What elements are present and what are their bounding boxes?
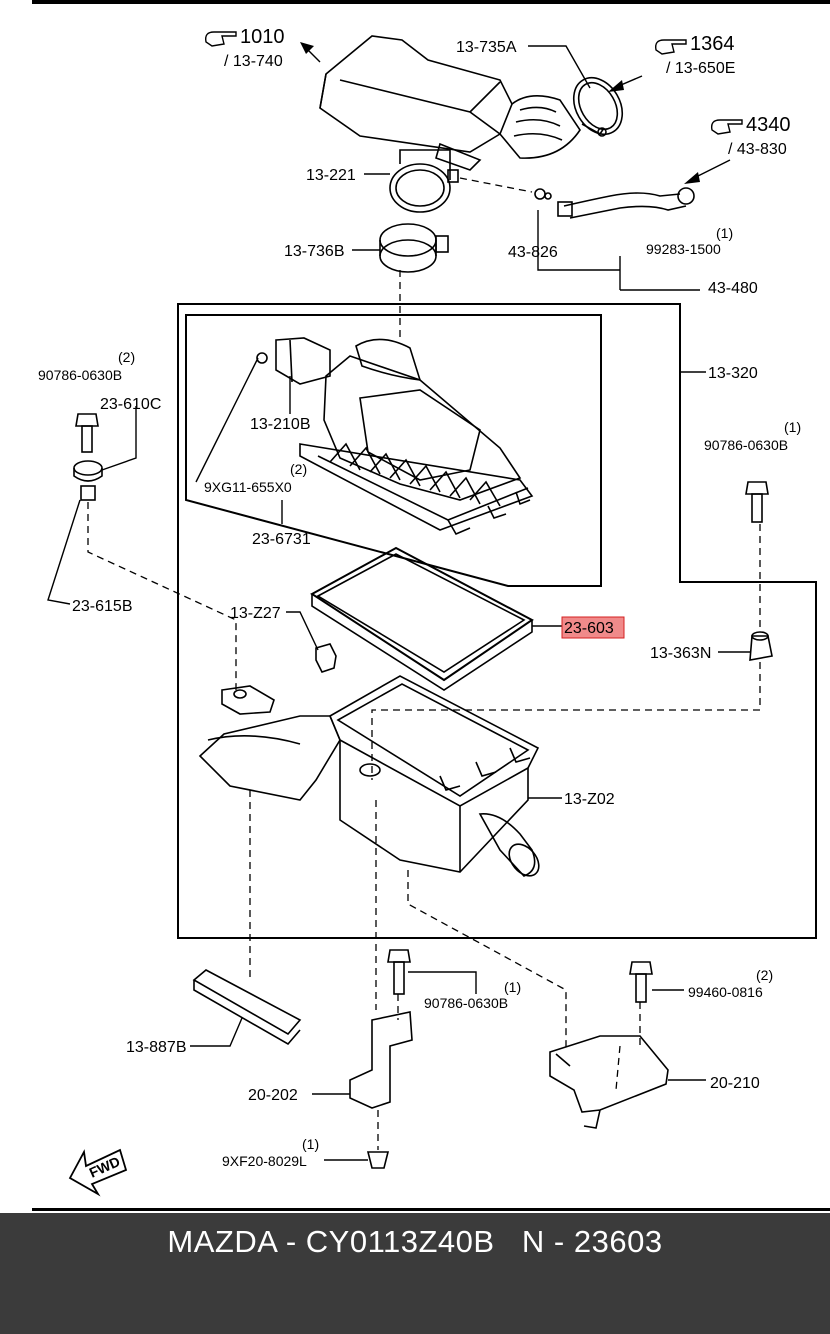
- label-13-z27: 13-Z27: [230, 605, 281, 622]
- label-13-221: 13-221: [306, 167, 356, 184]
- forward-arrow-icon: FWD: [68, 1148, 128, 1197]
- qty-9xg11: (2): [290, 461, 307, 477]
- label-43-480: 43-480: [708, 280, 758, 297]
- bolt-99460: [629, 961, 653, 1003]
- qty-9xf20: (1): [302, 1136, 319, 1152]
- parts-diagram: FWD 1010 / 13-740 1364 / 13-650E 4340 / …: [38, 26, 817, 1197]
- label-13-887b: 13-887B: [126, 1039, 187, 1056]
- label-23-615b: 23-615B: [72, 598, 133, 615]
- ref-13-650e: / 13-650E: [666, 60, 735, 77]
- air-duct-part: [319, 35, 581, 171]
- part-number-caption: MAZDA - CY0113Z40B N - 23603: [167, 1224, 663, 1259]
- highlight-box-23-603: [561, 616, 625, 639]
- label-13-z02: 13-Z02: [564, 791, 615, 808]
- air-cleaner-cover: [299, 338, 534, 536]
- label-43-826: 43-826: [508, 244, 558, 261]
- label-9xf20-8029l: 9XF20-8029L: [222, 1153, 307, 1169]
- label-13-320: 13-320: [708, 365, 758, 382]
- ref-13-740: / 13-740: [224, 53, 283, 70]
- qty-90786-left: (2): [118, 349, 135, 365]
- label-20-202: 20-202: [248, 1087, 298, 1104]
- assembly-frame-13-320: [177, 303, 817, 939]
- clamp-13-736b: [379, 223, 449, 273]
- bracket-20-210: [549, 1035, 669, 1129]
- label-13-736b: 13-736B: [284, 243, 345, 260]
- label-9xg11-655x0: 9XG11-655X0: [204, 479, 292, 495]
- bracket-13-z27: [315, 643, 337, 673]
- qty-99460: (2): [756, 967, 773, 983]
- insulator-13-363n: [749, 631, 773, 661]
- qty-99283: (1): [716, 225, 733, 241]
- airflow-sensor: [256, 337, 331, 385]
- collar-23-615b: [80, 485, 96, 501]
- qty-90786-right: (1): [784, 419, 801, 435]
- bolt-90786-left: [75, 413, 99, 453]
- ref-1010: 1010: [240, 26, 285, 48]
- air-cleaner-case: [198, 675, 540, 877]
- label-90786-left: 90786-0630B: [38, 367, 122, 383]
- ref-4340: 4340: [746, 114, 791, 136]
- label-90786-bottom: 90786-0630B: [424, 995, 508, 1011]
- ref-43-830: / 43-830: [728, 141, 787, 158]
- insulator-23-610c: [73, 460, 103, 482]
- bolt-90786-right: [745, 481, 769, 523]
- qty-90786-bottom: (1): [504, 979, 521, 995]
- label-13-735a: 13-735A: [456, 39, 517, 56]
- clamp-13-221: [389, 149, 459, 213]
- label-23-6731: 23-6731: [252, 531, 311, 548]
- pointing-hand-icon: [204, 31, 743, 135]
- label-99283-1500: 99283-1500: [646, 241, 721, 257]
- label-99460-0816: 99460-0816: [688, 984, 763, 1000]
- clip-9xf20: [366, 1151, 390, 1169]
- bottom-rule: [32, 1208, 830, 1211]
- label-13-363n: 13-363N: [650, 645, 711, 662]
- hose-43-480: [534, 187, 695, 219]
- assembly-frame-23-6731: [185, 314, 602, 587]
- label-90786-right: 90786-0630B: [704, 437, 788, 453]
- bracket-20-202: [349, 1011, 413, 1109]
- bolt-90786-bottom: [387, 949, 411, 995]
- air-filter-element: [310, 546, 534, 691]
- label-20-210: 20-210: [710, 1075, 760, 1092]
- footer-bar: [0, 1213, 830, 1334]
- label-13-210b: 13-210B: [250, 416, 311, 433]
- label-23-610c: 23-610C: [100, 396, 161, 413]
- ref-1364: 1364: [690, 33, 735, 55]
- clamp-13-735a: [572, 76, 624, 137]
- top-rule: [32, 0, 830, 4]
- label-23-603: 23-603: [564, 620, 614, 637]
- pad-13-887b: [192, 969, 302, 1046]
